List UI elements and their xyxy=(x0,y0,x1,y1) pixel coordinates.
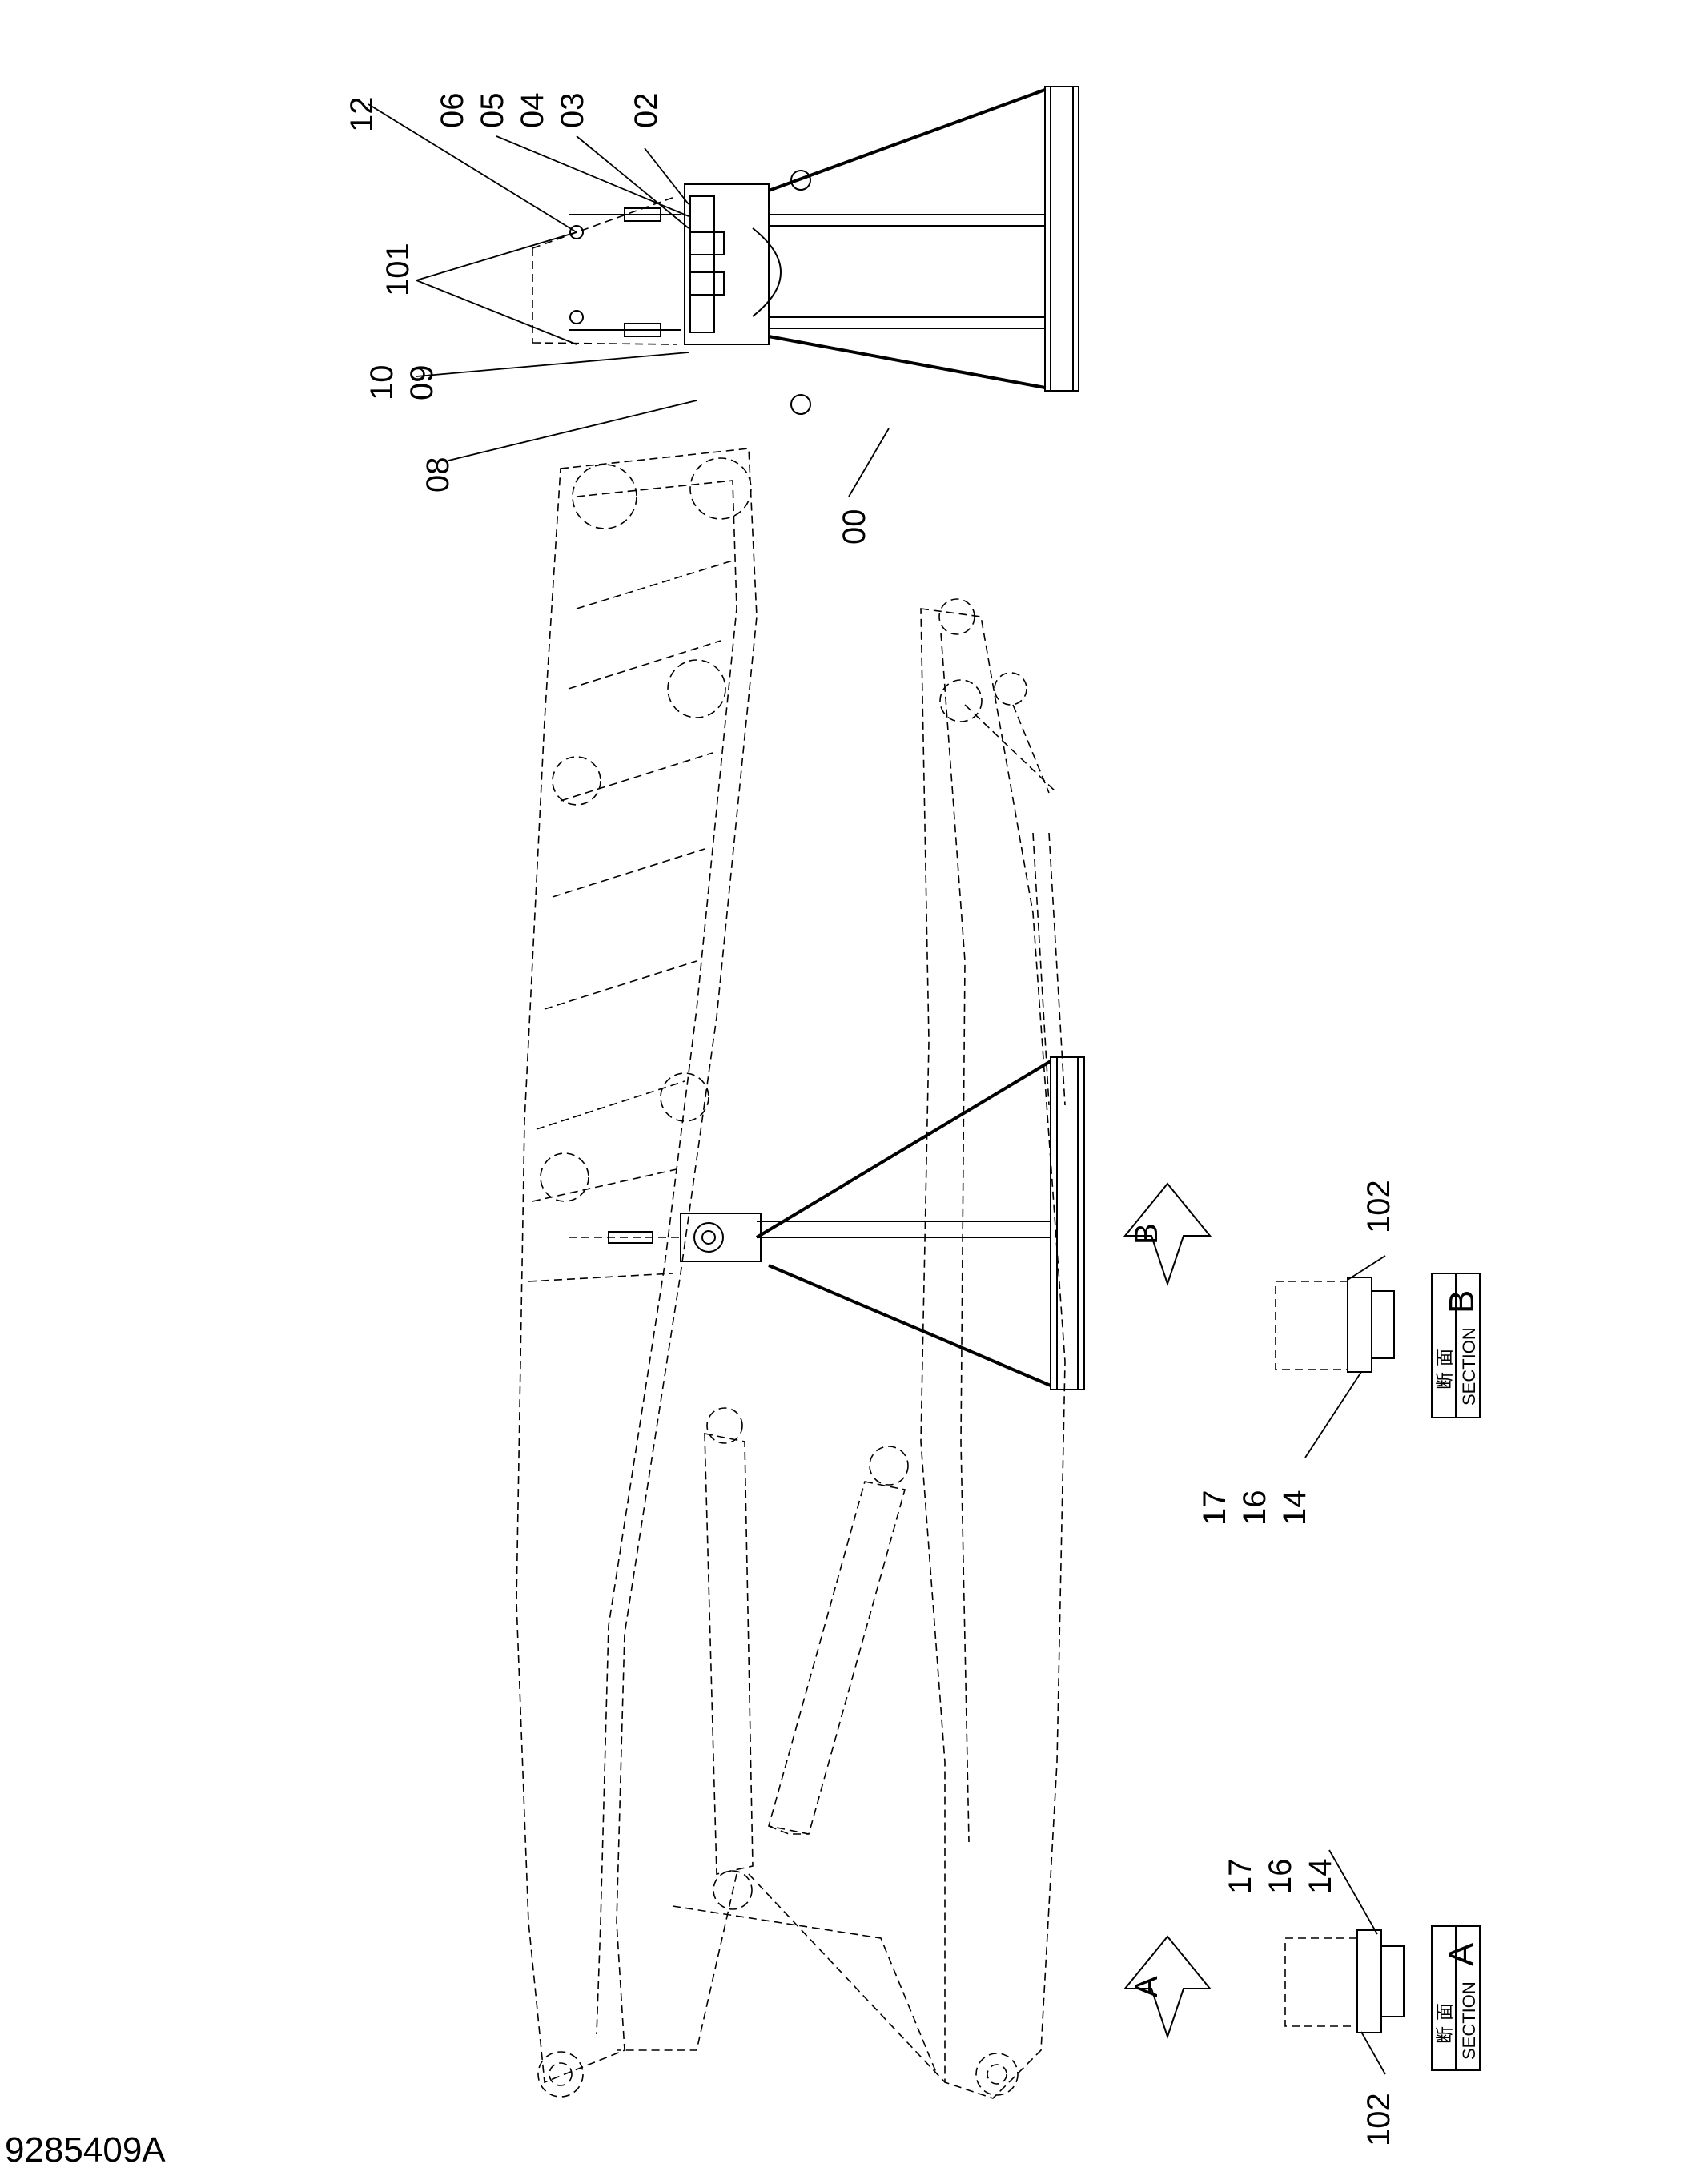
label-05: 05 xyxy=(475,93,510,129)
label-section-a-16: 16 xyxy=(1263,1859,1298,1895)
section-b-letter: B xyxy=(1442,1290,1481,1313)
label-101: 101 xyxy=(380,243,416,296)
label-12: 12 xyxy=(344,97,380,133)
label-09: 09 xyxy=(404,365,440,401)
support-stand xyxy=(569,1056,1085,1390)
section-b-jp: 断 面 xyxy=(1436,1349,1456,1390)
view-arrow-a: A xyxy=(1123,1935,1212,2040)
stand-assembly xyxy=(532,86,1079,415)
label-00: 00 xyxy=(837,509,872,545)
arm-outline xyxy=(920,598,1066,2099)
label-section-b-16: 16 xyxy=(1237,1490,1272,1526)
label-section-b-102: 102 xyxy=(1361,1180,1397,1233)
view-letter-a: A xyxy=(1129,1976,1164,1997)
cylinders xyxy=(617,1407,946,2083)
section-a-jp: 断 面 xyxy=(1436,2003,1456,2044)
view-arrow-b: B xyxy=(1123,1182,1212,1287)
boom-outline xyxy=(516,448,758,2098)
drawing-id: 9285409A xyxy=(5,2130,166,2170)
label-section-b-17: 17 xyxy=(1197,1490,1232,1526)
section-a-letter: A xyxy=(1442,1942,1481,1966)
part-labels: 12 06 05 04 03 02 101 10 09 08 00 102 17… xyxy=(344,93,1397,2147)
label-section-a-14: 14 xyxy=(1303,1859,1338,1895)
section-b-en: SECTION xyxy=(1459,1327,1479,1406)
leader-lines xyxy=(368,103,890,497)
view-letter-b: B xyxy=(1129,1223,1164,1245)
label-section-b-14: 14 xyxy=(1277,1490,1312,1526)
label-06: 06 xyxy=(435,93,470,129)
section-a-title: 断 面 SECTION A xyxy=(1431,1925,1481,2071)
label-08: 08 xyxy=(420,457,456,493)
label-03: 03 xyxy=(555,93,590,129)
label-10: 10 xyxy=(364,365,400,401)
label-section-a-102: 102 xyxy=(1361,2093,1397,2146)
section-a-en: SECTION xyxy=(1459,1981,1479,2060)
section-b-title: 断 面 SECTION B xyxy=(1431,1273,1481,1418)
label-04: 04 xyxy=(515,93,550,129)
label-section-a-17: 17 xyxy=(1223,1859,1258,1895)
label-02: 02 xyxy=(629,93,664,129)
